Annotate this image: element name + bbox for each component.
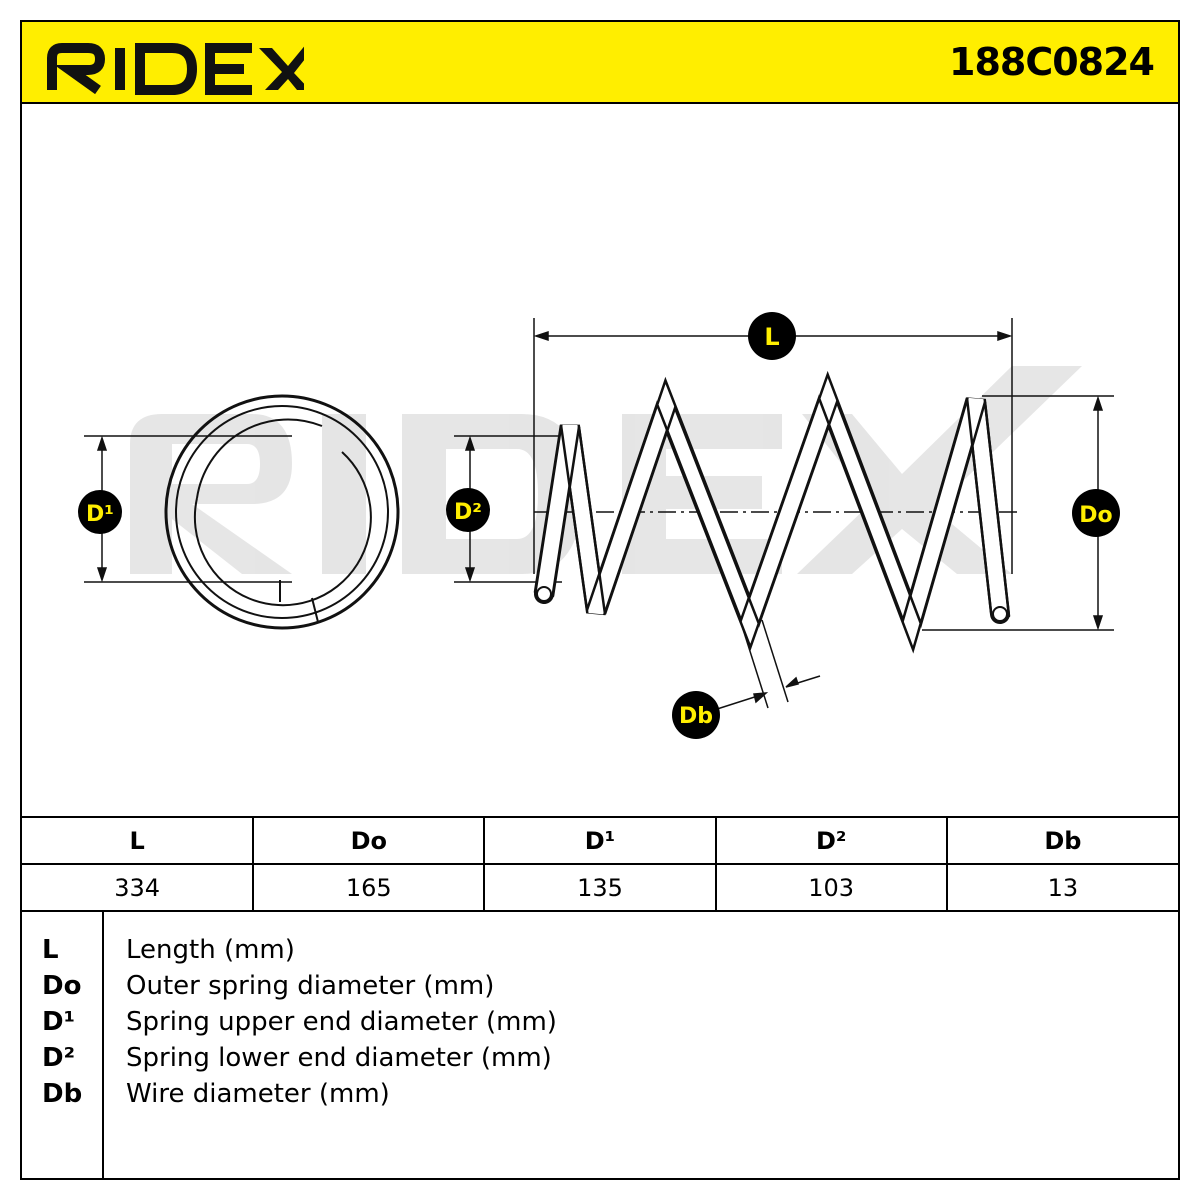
legend-code: Do: [42, 971, 82, 1001]
header-d1: D¹: [483, 816, 717, 865]
spring-drawing: D¹ D² L Do: [78, 312, 1120, 739]
db-badge: [672, 691, 720, 739]
legend-item: Do Outer spring diameter (mm): [22, 968, 1178, 1004]
legend: L Length (mm) Do Outer spring diameter (…: [22, 912, 1178, 1178]
spring-top-view: [164, 394, 400, 630]
spec-table: L Do D¹ D² Db 334 165 135 103 13: [22, 816, 1178, 912]
legend-divider: [102, 912, 104, 1178]
d2-badge: [446, 488, 490, 532]
db-dimension: [713, 619, 821, 711]
value-d1: 135: [483, 863, 717, 912]
legend-description: Spring upper end diameter (mm): [126, 1007, 557, 1037]
legend-description: Wire diameter (mm): [126, 1079, 390, 1109]
header-l: L: [22, 816, 255, 865]
part-number: 188C0824: [949, 40, 1155, 84]
value-l: 334: [22, 863, 255, 912]
legend-description: Spring lower end diameter (mm): [126, 1043, 552, 1073]
header-db: Db: [945, 816, 1178, 865]
d2-label: D²: [454, 500, 482, 525]
datasheet-frame: 188C0824 D¹: [20, 20, 1180, 1180]
legend-code: D²: [42, 1043, 75, 1073]
spec-table-header-row: L Do D¹ D² Db: [22, 816, 1178, 865]
legend-code: L: [42, 935, 59, 965]
d1-badge: [78, 490, 122, 534]
legend-item: D¹ Spring upper end diameter (mm): [22, 1004, 1178, 1040]
header-d2: D²: [714, 816, 948, 865]
legend-description: Outer spring diameter (mm): [126, 971, 495, 1001]
l-dimension: [533, 318, 1013, 574]
ridex-logo: [47, 43, 304, 95]
value-d2: 103: [714, 863, 948, 912]
spec-table-value-row: 334 165 135 103 13: [22, 863, 1178, 912]
value-do: 165: [252, 863, 486, 912]
legend-item: L Length (mm): [22, 932, 1178, 968]
legend-code: Db: [42, 1079, 83, 1109]
legend-item: D² Spring lower end diameter (mm): [22, 1040, 1178, 1076]
header-do: Do: [252, 816, 486, 865]
l-label: L: [764, 323, 779, 351]
spring-side-view: [533, 370, 1011, 654]
legend-item: Db Wire diameter (mm): [22, 1076, 1178, 1112]
do-badge: [1072, 489, 1120, 537]
legend-description: Length (mm): [126, 935, 295, 965]
l-badge: [748, 312, 796, 360]
legend-code: D¹: [42, 1007, 75, 1037]
do-label: Do: [1079, 503, 1112, 528]
db-label: Db: [679, 704, 713, 729]
header-bar: 188C0824: [22, 22, 1178, 104]
value-db: 13: [945, 863, 1178, 912]
d1-label: D¹: [86, 502, 114, 527]
